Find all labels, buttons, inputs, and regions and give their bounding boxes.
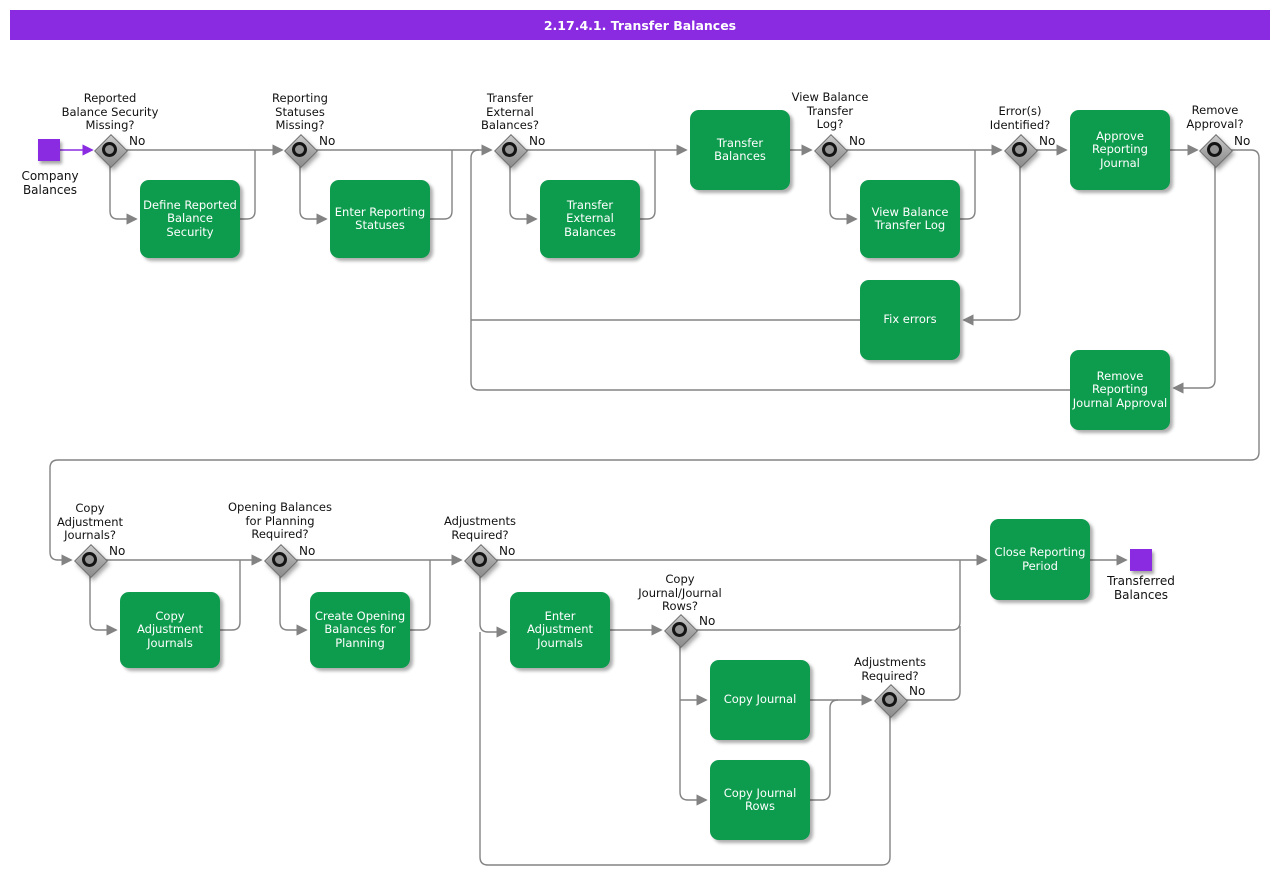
activity-copy-journal-rows: Copy Journal Rows xyxy=(710,760,810,840)
activity-approve-reporting-journal: Approve Reporting Journal xyxy=(1070,110,1170,190)
decision-label-adjustments-required-1: Adjustments Required? xyxy=(443,514,516,542)
no-branch-label: No xyxy=(129,134,146,148)
decision-copy-journal-journal-rows xyxy=(664,614,698,648)
no-branch-label: No xyxy=(299,544,316,558)
decision-transfer-external-balances xyxy=(494,134,528,168)
decision-circle-icon xyxy=(502,142,517,157)
decision-circle-icon xyxy=(672,622,687,637)
decision-label-copy-journal-journal-rows: Copy Journal/Journal Rows? xyxy=(638,572,722,613)
decision-errors-identified xyxy=(1004,134,1038,168)
decision-label-errors-identified: Error(s) Identified? xyxy=(989,104,1051,132)
decision-remove-approval xyxy=(1199,134,1233,168)
decision-copy-adjustment-journals xyxy=(74,544,108,578)
decision-label-adjustments-required-2: Adjustments Required? xyxy=(853,655,926,683)
no-branch-label: No xyxy=(1234,134,1251,148)
decision-view-balance-transfer-log xyxy=(814,134,848,168)
no-branch-label: No xyxy=(319,134,336,148)
decision-label-transfer-external-balances: Transfer External Balances? xyxy=(481,91,539,132)
decision-adjustments-required-1 xyxy=(464,544,498,578)
activity-transfer-balances: Transfer Balances xyxy=(690,110,790,190)
activity-enter-adjustment-journals: Enter Adjustment Journals xyxy=(510,592,610,668)
decision-reporting-statuses-missing xyxy=(284,134,318,168)
no-branch-label: No xyxy=(529,134,546,148)
decision-label-remove-approval: Remove Approval? xyxy=(1186,103,1244,131)
decision-label-opening-balances-for-planning-required: Opening Balances for Planning Required? xyxy=(227,500,332,541)
no-branch-label: No xyxy=(109,544,126,558)
end-node xyxy=(1130,549,1152,571)
activity-close-reporting-period: Close Reporting Period xyxy=(990,519,1090,600)
start-node xyxy=(38,139,60,161)
decision-circle-icon xyxy=(82,552,97,567)
decision-reported-balance-security-missing xyxy=(94,134,128,168)
no-branch-label: No xyxy=(849,134,866,148)
decision-circle-icon xyxy=(272,552,287,567)
activity-fix-errors: Fix errors xyxy=(860,280,960,360)
activity-create-opening-balances-for-planning: Create Opening Balances for Planning xyxy=(310,592,410,668)
diagram-title: 2.17.4.1. Transfer Balances xyxy=(543,17,737,33)
activity-view-balance-transfer-log: View Balance Transfer Log xyxy=(860,180,960,258)
activity-copy-adjustment-journals: Copy Adjustment Journals xyxy=(120,592,220,668)
decision-label-reported-balance-security-missing: Reported Balance Security Missing? xyxy=(61,91,159,132)
decision-label-copy-adjustment-journals: Copy Adjustment Journals? xyxy=(56,501,124,542)
no-branch-label: No xyxy=(909,684,926,698)
activity-copy-journal: Copy Journal xyxy=(710,660,810,740)
activity-enter-reporting-statuses: Enter Reporting Statuses xyxy=(330,180,430,258)
decision-label-view-balance-transfer-log: View Balance Transfer Log? xyxy=(791,90,869,131)
decision-circle-icon xyxy=(472,552,487,567)
decision-circle-icon xyxy=(822,142,837,157)
decision-circle-icon xyxy=(292,142,307,157)
end-node-label: Transferred Balances xyxy=(1107,574,1175,602)
no-branch-label: No xyxy=(699,614,716,628)
activity-define-reported-balance-security: Define Reported Balance Security xyxy=(140,180,240,258)
decision-opening-balances-for-planning-required xyxy=(264,544,298,578)
activity-transfer-external-balances: Transfer External Balances xyxy=(540,180,640,258)
decision-circle-icon xyxy=(1012,142,1027,157)
decision-adjustments-required-2 xyxy=(874,684,908,718)
decision-circle-icon xyxy=(102,142,117,157)
activity-remove-reporting-journal-approval: Remove Reporting Journal Approval xyxy=(1070,350,1170,430)
diagram-title-bar: 2.17.4.1. Transfer Balances xyxy=(10,10,1270,40)
no-branch-label: No xyxy=(1039,134,1056,148)
decision-label-reporting-statuses-missing: Reporting Statuses Missing? xyxy=(272,91,328,132)
decision-circle-icon xyxy=(1207,142,1222,157)
decision-circle-icon xyxy=(882,692,897,707)
start-node-label: Company Balances xyxy=(21,169,79,197)
no-branch-label: No xyxy=(499,544,516,558)
